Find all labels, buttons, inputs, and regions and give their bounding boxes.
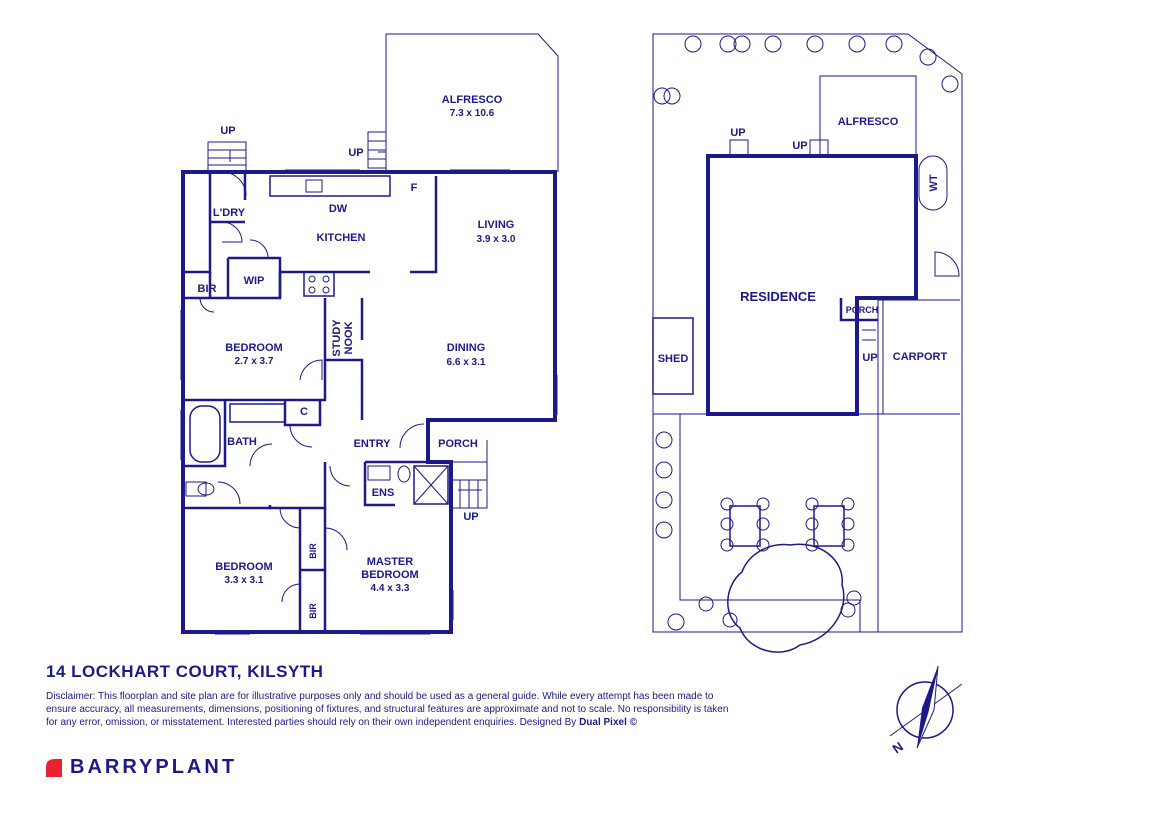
bath-label: BATH	[227, 436, 257, 448]
site-up1-label: UP	[730, 127, 745, 139]
kitchen-label: KITCHEN	[317, 232, 366, 244]
bedroom1-size: 2.7 x 3.7	[235, 356, 274, 367]
ensuite-label: ENS	[372, 487, 395, 499]
fridge-label: F	[411, 182, 418, 194]
brand-name: BARRYPLANT	[70, 756, 238, 778]
bedroom2-size: 3.3 x 3.1	[225, 575, 264, 586]
floorplan-walls	[180, 33, 559, 635]
disclaimer-body: Disclaimer: This floorplan and site plan…	[46, 691, 729, 728]
site-up2-label: UP	[792, 140, 807, 152]
master-label-1: MASTER	[367, 556, 414, 568]
designer-credit: Dual Pixel ©	[579, 717, 638, 728]
residence-label: RESIDENCE	[740, 289, 816, 304]
living-size: 3.9 x 3.0	[477, 234, 516, 245]
master-label-2: BEDROOM	[361, 569, 418, 581]
living-label: LIVING	[478, 219, 515, 231]
brand-mark-icon	[46, 758, 62, 777]
shed-label: SHED	[658, 353, 689, 365]
bir-top-label: BIR	[198, 283, 217, 295]
cupboard-label: C	[300, 406, 308, 418]
compass-north-label: N	[890, 739, 906, 757]
alfresco-label: ALFRESCO	[442, 94, 503, 106]
alfresco-up-label: UP	[348, 147, 363, 159]
disclaimer-text: Disclaimer: This floorplan and site plan…	[46, 690, 736, 729]
water-tank-label: WT	[928, 174, 940, 191]
study-label: STUDY	[331, 319, 343, 357]
bir-low-label: BIR	[308, 603, 318, 619]
dining-size: 6.6 x 3.1	[447, 357, 486, 368]
brand-logo: BARRYPLANT	[46, 756, 237, 779]
entry-label: ENTRY	[354, 438, 392, 450]
dining-label: DINING	[447, 342, 486, 354]
laundry-label: L'DRY	[213, 207, 246, 219]
master-size: 4.4 x 3.3	[371, 583, 410, 594]
bedroom1-label: BEDROOM	[225, 342, 282, 354]
site-up3-label: UP	[862, 352, 877, 364]
site-porch-label: PORCH	[846, 305, 879, 315]
alfresco-size: 7.3 x 10.6	[450, 108, 495, 119]
bir-mid-label: BIR	[308, 543, 318, 559]
bedroom2-label: BEDROOM	[215, 561, 272, 573]
nook-label: NOOK	[343, 321, 355, 354]
siteplan-walls	[652, 33, 963, 653]
porch-up-label: UP	[463, 511, 478, 523]
site-alfresco-label: ALFRESCO	[838, 116, 899, 128]
wip-label: WIP	[244, 275, 265, 287]
dishwasher-label: DW	[329, 203, 348, 215]
property-address: 14 LOCKHART COURT, KILSYTH	[46, 662, 324, 681]
porch-label: PORCH	[438, 438, 478, 450]
carport-label: CARPORT	[893, 351, 948, 363]
compass-icon: N	[890, 665, 963, 757]
laundry-up-label: UP	[220, 125, 235, 137]
